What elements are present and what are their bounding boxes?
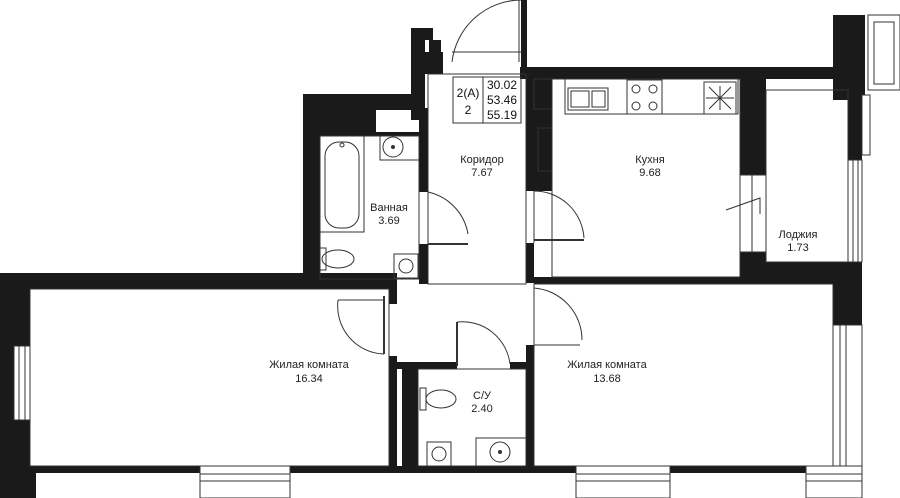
corridor-area: 7.67 bbox=[471, 167, 492, 179]
wc-sink-icon bbox=[475, 437, 527, 467]
living-left-door bbox=[337, 296, 385, 355]
boiler-icon bbox=[703, 81, 737, 115]
bathroom-name: Ванная bbox=[370, 202, 408, 214]
living-right-name: Жилая комната bbox=[567, 359, 647, 371]
loggia-door bbox=[725, 197, 761, 214]
wc-name: С/У bbox=[473, 390, 492, 402]
wc-toilet-icon bbox=[419, 387, 457, 411]
wc-area: 2.40 bbox=[471, 403, 492, 415]
bathroom-area: 3.69 bbox=[378, 215, 399, 227]
vent-shaft-2 bbox=[537, 127, 553, 172]
fixtures bbox=[319, 78, 739, 467]
living-right-area: 13.68 bbox=[593, 373, 621, 385]
wc-washing-machine-icon bbox=[426, 441, 452, 467]
window-right-corner bbox=[832, 324, 863, 476]
loggia-name: Лоджия bbox=[779, 229, 818, 241]
room-labels: Коридор 7.67 Кухня 9.68 Ванная 3.69 Лодж… bbox=[269, 154, 817, 415]
bathroom-toilet-icon bbox=[319, 247, 355, 271]
window-left bbox=[13, 345, 31, 421]
living-left-name: Жилая комната bbox=[269, 359, 349, 371]
area-with-loggia: 55.19 bbox=[487, 108, 517, 122]
loggia-area: 1.73 bbox=[787, 242, 808, 254]
rooms-count: 2 bbox=[465, 103, 472, 117]
kitchen-counter-icon bbox=[564, 78, 739, 115]
window-loggia bbox=[847, 159, 863, 263]
entrance-door bbox=[451, 0, 522, 63]
doors bbox=[337, 0, 761, 366]
bathroom-door bbox=[427, 191, 469, 245]
room-outlines bbox=[29, 73, 849, 467]
corridor-name: Коридор bbox=[460, 154, 503, 166]
washing-machine-icon bbox=[393, 253, 419, 279]
total-area: 53.46 bbox=[487, 93, 517, 107]
window-bottom-right bbox=[575, 465, 671, 498]
living-area: 30.02 bbox=[487, 78, 517, 92]
windows bbox=[13, 14, 900, 498]
kitchen-name: Кухня bbox=[635, 154, 664, 166]
living-right-door bbox=[533, 287, 583, 346]
bathroom-sink-icon bbox=[379, 135, 420, 161]
living-left-area: 16.34 bbox=[295, 373, 323, 385]
index-box: 2(A) 2 30.02 53.46 55.19 bbox=[457, 78, 518, 122]
wc-door bbox=[456, 321, 511, 366]
vent-shaft bbox=[533, 78, 553, 110]
kitchen-area: 9.68 bbox=[639, 167, 660, 179]
window-bottom-left bbox=[199, 465, 291, 498]
bathtub-icon bbox=[319, 135, 365, 233]
walls bbox=[0, 0, 865, 498]
kitchen-door bbox=[533, 190, 585, 243]
type-code: 2(A) bbox=[457, 86, 480, 100]
